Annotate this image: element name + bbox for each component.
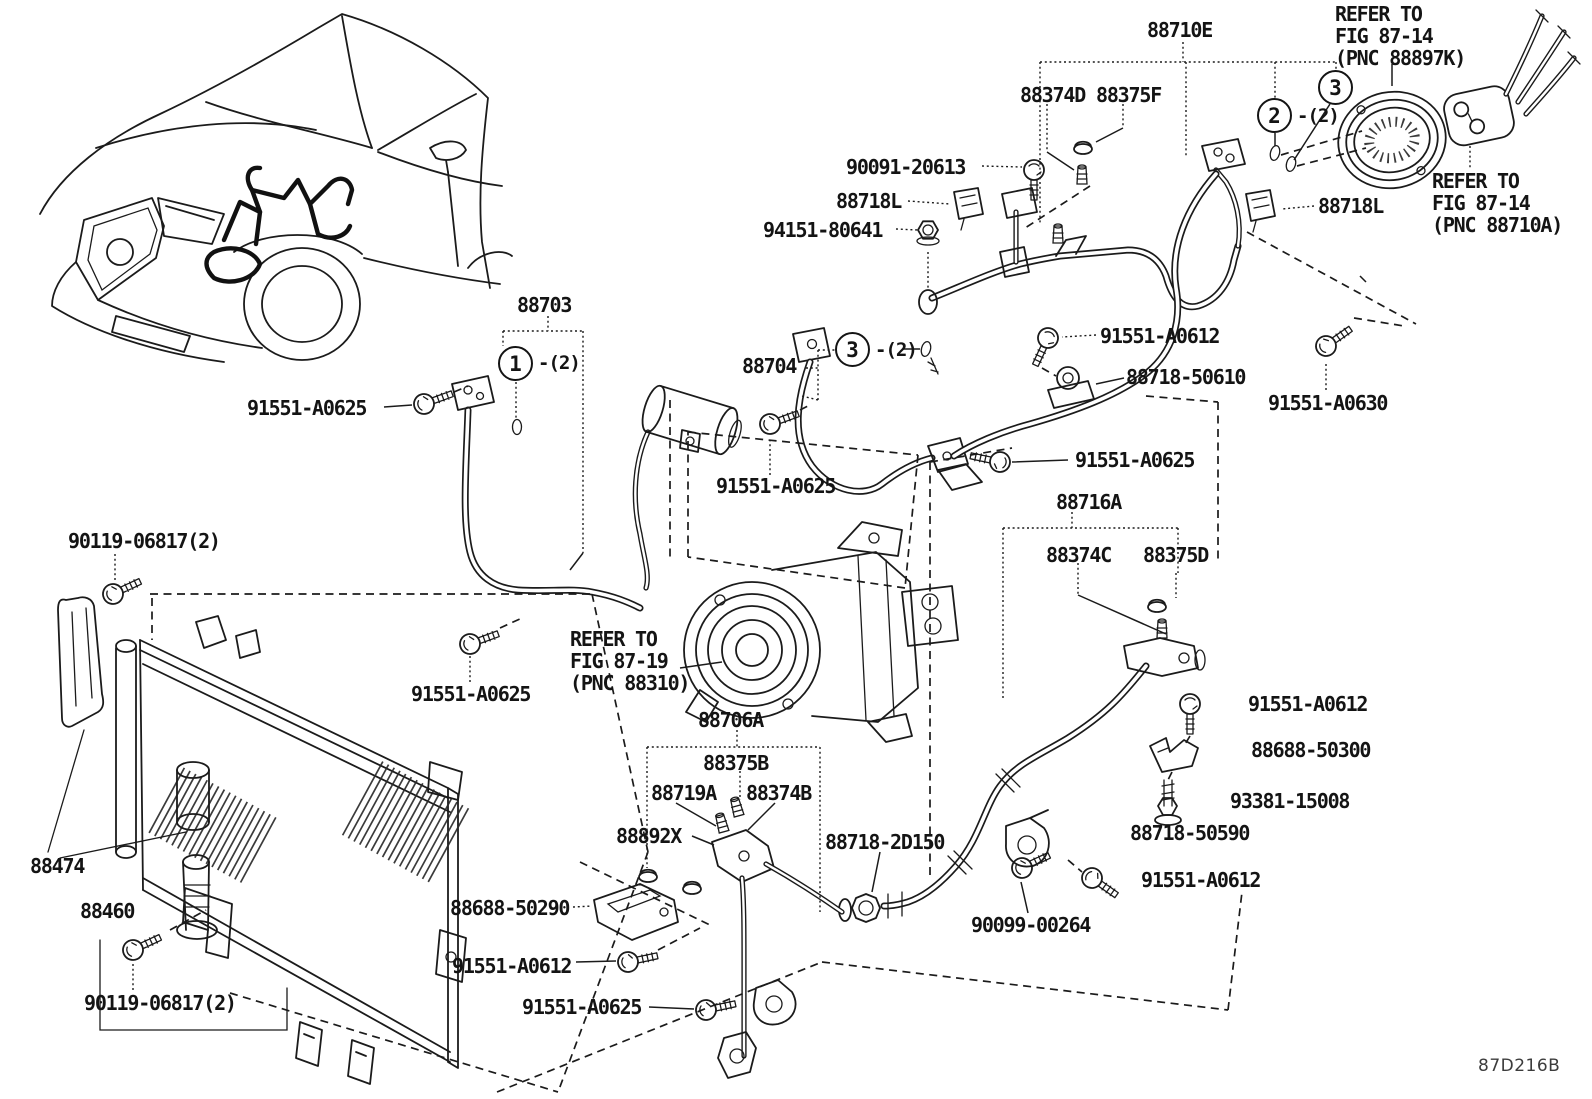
receiver-cylinder — [641, 384, 742, 456]
note-fig-87-14-pnc-88710a: REFER TO FIG 87-14 (PNC 88710A) — [1432, 169, 1563, 237]
condenser — [115, 615, 471, 1085]
part-label-88706a: 88706A — [698, 708, 764, 732]
part-label-91551-a0612-2: 91551-A0612 — [452, 954, 572, 978]
part-label-91551-a0625-4: 91551-A0625 — [411, 682, 531, 706]
engine-harness — [204, 165, 355, 284]
part-label-91551-a0625-2: 91551-A0625 — [716, 474, 836, 498]
callout-3-qty: -(2) — [875, 339, 918, 361]
part-label-91551-a0625-1: 91551-A0625 — [247, 396, 367, 420]
pipe-88703 — [451, 375, 742, 612]
note-fig-87-14-pnc-88897k: REFER TO FIG 87-14 (PNC 88897K) — [1335, 2, 1466, 70]
pipe-88716a — [838, 598, 1206, 923]
part-label-88710e: 88710E — [1147, 18, 1213, 42]
part-label-88716a: 88716A — [1056, 490, 1122, 514]
note-line: FIG 87-19 — [570, 649, 669, 673]
part-label-88375f: 88375F — [1096, 83, 1162, 107]
part-label-88374b: 88374B — [746, 781, 812, 805]
figure-code: 87D216B — [1478, 1056, 1561, 1076]
part-label-88718-50590: 88718-50590 — [1130, 821, 1250, 845]
part-label-91551-a0630: 91551-A0630 — [1268, 391, 1388, 415]
callout-3-top: 3 — [1318, 70, 1353, 105]
pipe-88710e — [918, 103, 1331, 460]
car-illustration — [39, 13, 513, 363]
callout-2-qty: -(2) — [1297, 105, 1340, 127]
fasteners — [98, 159, 1358, 1023]
part-label-91551-a0625-3: 91551-A0625 — [1075, 448, 1195, 472]
part-label-91551-a0612-4: 91551-A0612 — [1141, 868, 1261, 892]
callout-1: 1 — [498, 346, 533, 381]
callout-3-mid: 3 — [835, 332, 870, 367]
callout-2: 2 — [1257, 98, 1292, 133]
pipe-connector-88710a — [1391, 9, 1581, 168]
part-label-88718l-right: 88718L — [1318, 194, 1384, 218]
clutch-pulley-88897k — [1337, 90, 1447, 190]
part-label-88718l-left: 88718L — [836, 189, 902, 213]
part-label-91551-a0625-5: 91551-A0625 — [522, 995, 642, 1019]
dashed-outlines — [150, 130, 1417, 1093]
note-line: FIG 87-14 — [1432, 191, 1531, 215]
part-label-88718-2d150: 88718-2D150 — [825, 830, 945, 854]
part-label-91551-a0612-1: 91551-A0612 — [1100, 324, 1220, 348]
part-label-88375d: 88375D — [1143, 543, 1209, 567]
part-label-90099-00264: 90099-00264 — [971, 913, 1091, 937]
part-label-88374d: 88374D — [1020, 83, 1086, 107]
callout-1-qty: -(2) — [538, 352, 581, 374]
part-label-88688-50290: 88688-50290 — [450, 896, 570, 920]
liquid-pipe-assembly — [593, 795, 845, 1079]
compressor — [683, 521, 959, 743]
part-label-88718-50610: 88718-50610 — [1126, 365, 1246, 389]
note-line: REFER TO — [570, 627, 658, 651]
part-label-91551-a0612-3: 91551-A0612 — [1248, 692, 1368, 716]
part-label-94151-80641: 94151-80641 — [763, 218, 883, 242]
part-label-90091-20613: 90091-20613 — [846, 155, 966, 179]
part-label-88703: 88703 — [517, 293, 572, 317]
hose-88704 — [792, 327, 983, 495]
note-line: (PNC 88310) — [570, 671, 690, 695]
note-line: (PNC 88710A) — [1432, 213, 1563, 237]
note-line: REFER TO — [1432, 169, 1520, 193]
part-label-93381-15008: 93381-15008 — [1230, 789, 1350, 813]
part-label-88474: 88474 — [30, 854, 85, 878]
part-label-88374c: 88374C — [1046, 543, 1112, 567]
note-line: FIG 87-14 — [1335, 24, 1434, 48]
part-label-88688-50300: 88688-50300 — [1251, 738, 1371, 762]
part-label-90119-06817-top: 90119-06817(2) — [68, 529, 221, 553]
part-label-88892x: 88892X — [616, 824, 682, 848]
note-line: (PNC 88897K) — [1335, 46, 1466, 70]
part-label-88719a: 88719A — [651, 781, 717, 805]
part-label-88375b: 88375B — [703, 751, 769, 775]
note-line: REFER TO — [1335, 2, 1423, 26]
part-label-90119-06817-bottom: 90119-06817(2) — [84, 991, 237, 1015]
part-label-88704: 88704 — [742, 354, 797, 378]
note-fig-87-19-pnc-88310: REFER TO FIG 87-19 (PNC 88310) — [570, 627, 690, 695]
receiver-drier-parts — [47, 596, 288, 1031]
part-label-88460: 88460 — [80, 899, 135, 923]
bracket-lines — [114, 42, 1367, 1010]
